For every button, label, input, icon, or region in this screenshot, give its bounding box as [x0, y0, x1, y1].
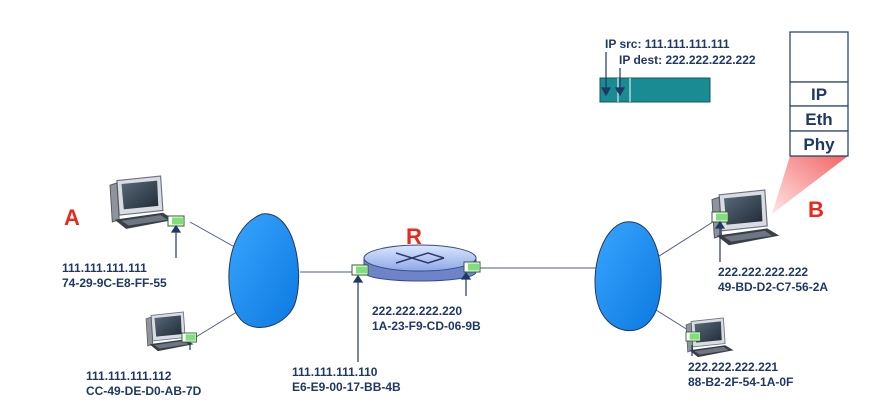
- router-right-adapter-icon: [463, 261, 481, 273]
- right-subnet-cloud: [594, 221, 662, 332]
- adapter-pointers: [170, 220, 726, 362]
- protocol-stack: IP Eth Phy: [789, 31, 849, 157]
- host-a-ip: 111.111.111.111: [62, 261, 147, 275]
- router-right-ip: 222.222.222.220: [372, 304, 462, 318]
- host-a-mac: 74-29-9C-E8-FF-55: [62, 276, 167, 290]
- ip-datagram: IP src: 111.111.111.111 IP dest: 222.222…: [599, 37, 756, 103]
- router-left-adapter-icon: [351, 264, 369, 276]
- host-b-mac: 49-BD-D2-C7-56-2A: [718, 280, 828, 294]
- router-letter: R: [406, 224, 422, 249]
- host-right-lower-adapter-icon: [685, 331, 701, 342]
- host-b-adapter-icon: [711, 211, 729, 223]
- host-b-letter: B: [808, 197, 824, 222]
- router-arrows-icon: [395, 252, 445, 264]
- host-a-adapter-icon: [167, 215, 185, 227]
- left-subnet-cloud: [228, 213, 300, 328]
- stack-layer-ip: IP: [811, 85, 827, 104]
- host-left-lower-computer: [145, 311, 195, 352]
- stack-layer-phy: Phy: [803, 135, 835, 154]
- ip-src-label: IP src: 111.111.111.111: [605, 37, 730, 51]
- host-left-lower-mac: CC-49-DE-D0-AB-7D: [86, 384, 202, 398]
- host-left-lower-adapter-icon: [181, 332, 197, 343]
- stack-layer-eth: Eth: [805, 110, 832, 129]
- host-a-computer: [109, 175, 175, 230]
- router-right-mac: 1A-23-F9-CD-06-9B: [372, 319, 481, 333]
- router-left-ip: 111.111.111.110: [292, 365, 378, 379]
- host-right-lower-mac: 88-B2-2F-54-1A-0F: [688, 375, 793, 389]
- stack-highlight-beam: [772, 156, 848, 214]
- ip-dest-label: IP dest: 222.222.222.222: [619, 53, 756, 67]
- host-b-ip: 222.222.222.222: [718, 265, 808, 279]
- host-left-lower-ip: 111.111.111.112: [86, 369, 172, 383]
- links: [189, 219, 717, 338]
- host-right-lower-ip: 222.222.222.221: [688, 360, 778, 374]
- router: [363, 244, 477, 282]
- host-a-letter: A: [64, 205, 80, 230]
- router-left-mac: E6-E9-00-17-BB-4B: [292, 380, 401, 394]
